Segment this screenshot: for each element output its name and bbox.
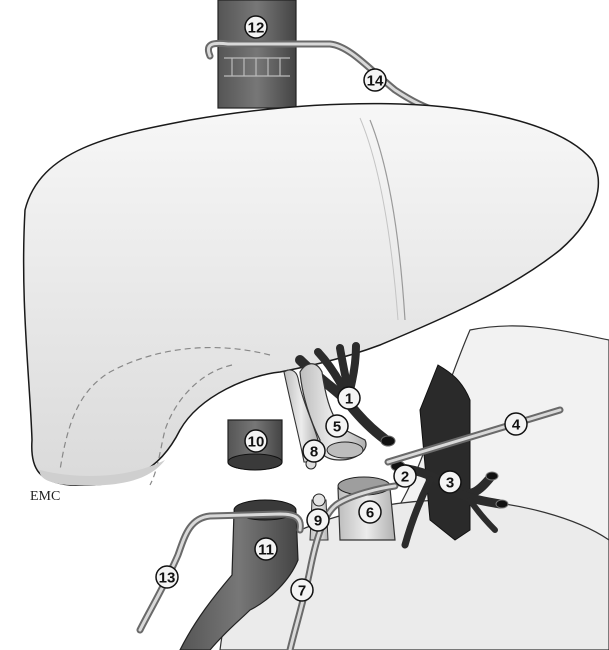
- callout-label: 6: [366, 505, 374, 522]
- callout-3: 3: [439, 471, 461, 493]
- callout-label: 10: [248, 434, 265, 451]
- callout-2: 2: [394, 465, 416, 487]
- callout-label: 3: [446, 475, 454, 492]
- callout-label: 5: [333, 419, 341, 436]
- callout-6: 6: [359, 501, 381, 523]
- recipient-bile-duct-lumen: [313, 494, 325, 506]
- callout-11: 11: [255, 538, 277, 560]
- callout-5: 5: [326, 415, 348, 437]
- callout-10: 10: [245, 430, 267, 452]
- artery-stump-upper: [486, 472, 498, 480]
- callout-label: 2: [401, 469, 409, 486]
- callout-8: 8: [303, 440, 325, 462]
- callout-label: 14: [367, 73, 384, 90]
- callout-label: 4: [512, 417, 521, 434]
- artery-stump-lower: [496, 500, 508, 508]
- callout-12: 12: [245, 16, 267, 38]
- callout-4: 4: [505, 413, 527, 435]
- callout-label: 1: [345, 391, 353, 408]
- callout-label: 12: [248, 20, 265, 37]
- callout-label: 7: [298, 583, 306, 600]
- donor-portal-vein-lumen: [327, 442, 363, 458]
- callout-7: 7: [291, 579, 313, 601]
- callout-14: 14: [364, 69, 386, 91]
- callout-label: 13: [159, 570, 176, 587]
- callout-label: 9: [314, 513, 322, 530]
- callout-1: 1: [338, 387, 360, 409]
- callout-label: 8: [310, 444, 318, 461]
- callout-label: 11: [258, 542, 274, 559]
- callout-9: 9: [307, 509, 329, 531]
- infrahepatic-vena-cava-lumen: [228, 454, 282, 470]
- callout-13: 13: [156, 566, 178, 588]
- hepatic-artery-stump: [381, 436, 395, 446]
- artist-signature: EMC: [30, 489, 60, 504]
